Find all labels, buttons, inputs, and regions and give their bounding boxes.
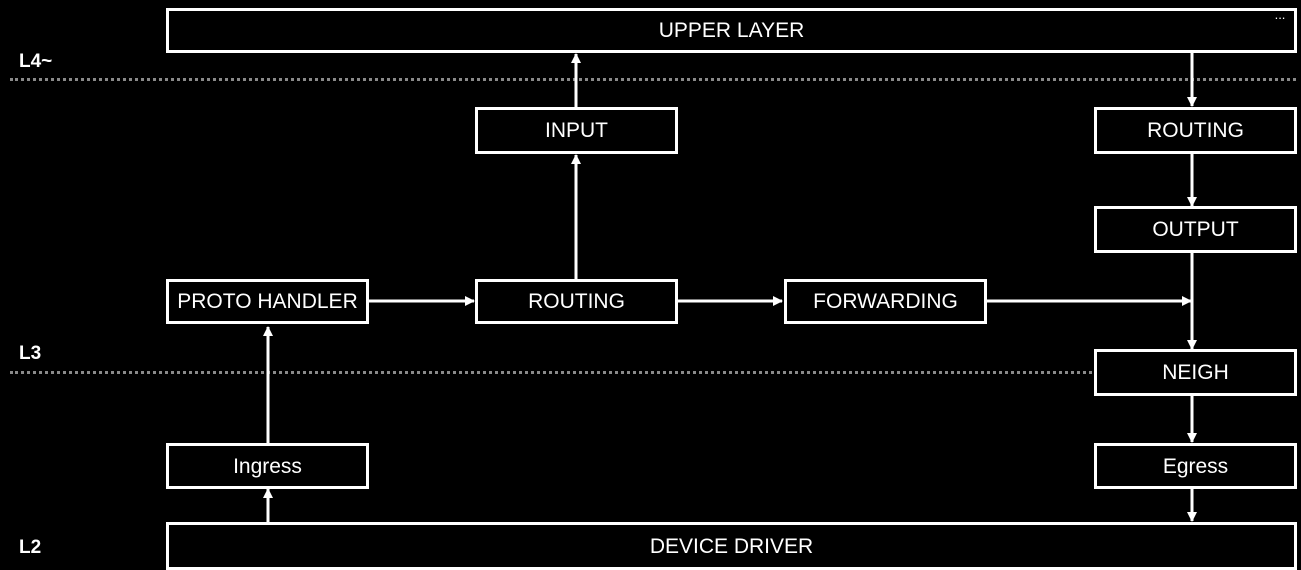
layer-label-l4: L4~ [19, 51, 53, 72]
l3-l2-separator [10, 371, 1296, 374]
routing-input-box: ROUTING [475, 279, 678, 324]
l4-l3-separator [10, 78, 1296, 81]
layer-label-l2: L2 [19, 537, 42, 558]
input-box: INPUT [475, 107, 678, 154]
routing-output-box: ROUTING [1094, 107, 1297, 154]
egress-box: Egress [1094, 443, 1297, 489]
neigh-box: NEIGH [1094, 349, 1297, 396]
ingress-box: Ingress [166, 443, 369, 489]
proto-handler-box: PROTO HANDLER [166, 279, 369, 324]
forwarding-box: FORWARDING [784, 279, 987, 324]
more-options-icon[interactable]: ... [1274, 7, 1286, 22]
output-box: OUTPUT [1094, 206, 1297, 253]
upper-layer-box: UPPER LAYER [166, 8, 1297, 53]
layer-label-l3: L3 [19, 343, 42, 364]
